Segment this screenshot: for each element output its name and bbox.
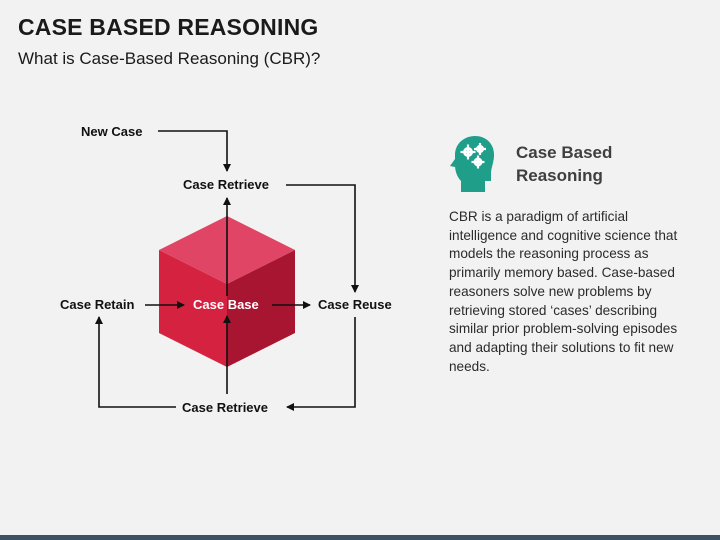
label-case-base: Case Base (193, 297, 259, 312)
label-case-retrieve-bottom: Case Retrieve (182, 400, 268, 415)
cube-right-face (227, 250, 295, 367)
head-gears-icon (450, 136, 495, 192)
sidebar-description: CBR is a paradigm of artificial intellig… (449, 209, 678, 374)
arrows (95, 130, 359, 411)
arrow-retrieve-to-reuse (286, 184, 359, 293)
cube-left-face (159, 250, 227, 367)
page-title: CASE BASED REASONING (18, 14, 319, 40)
bottom-bar (0, 535, 720, 540)
arrow-retrieve-bottom-to-retain (95, 316, 176, 408)
page-subtitle: What is Case-Based Reasoning (CBR)? (18, 49, 321, 68)
label-case-reuse: Case Reuse (318, 297, 392, 312)
cube-icon (159, 216, 295, 367)
arrow-reuse-to-retrieve-bottom (286, 317, 356, 411)
sidebar-title: Case Based Reasoning (516, 143, 613, 185)
label-case-retain: Case Retain (60, 297, 135, 312)
label-new-case: New Case (81, 124, 143, 139)
arrow-new-to-retrieve (158, 130, 231, 172)
label-case-retrieve-top: Case Retrieve (183, 177, 269, 192)
